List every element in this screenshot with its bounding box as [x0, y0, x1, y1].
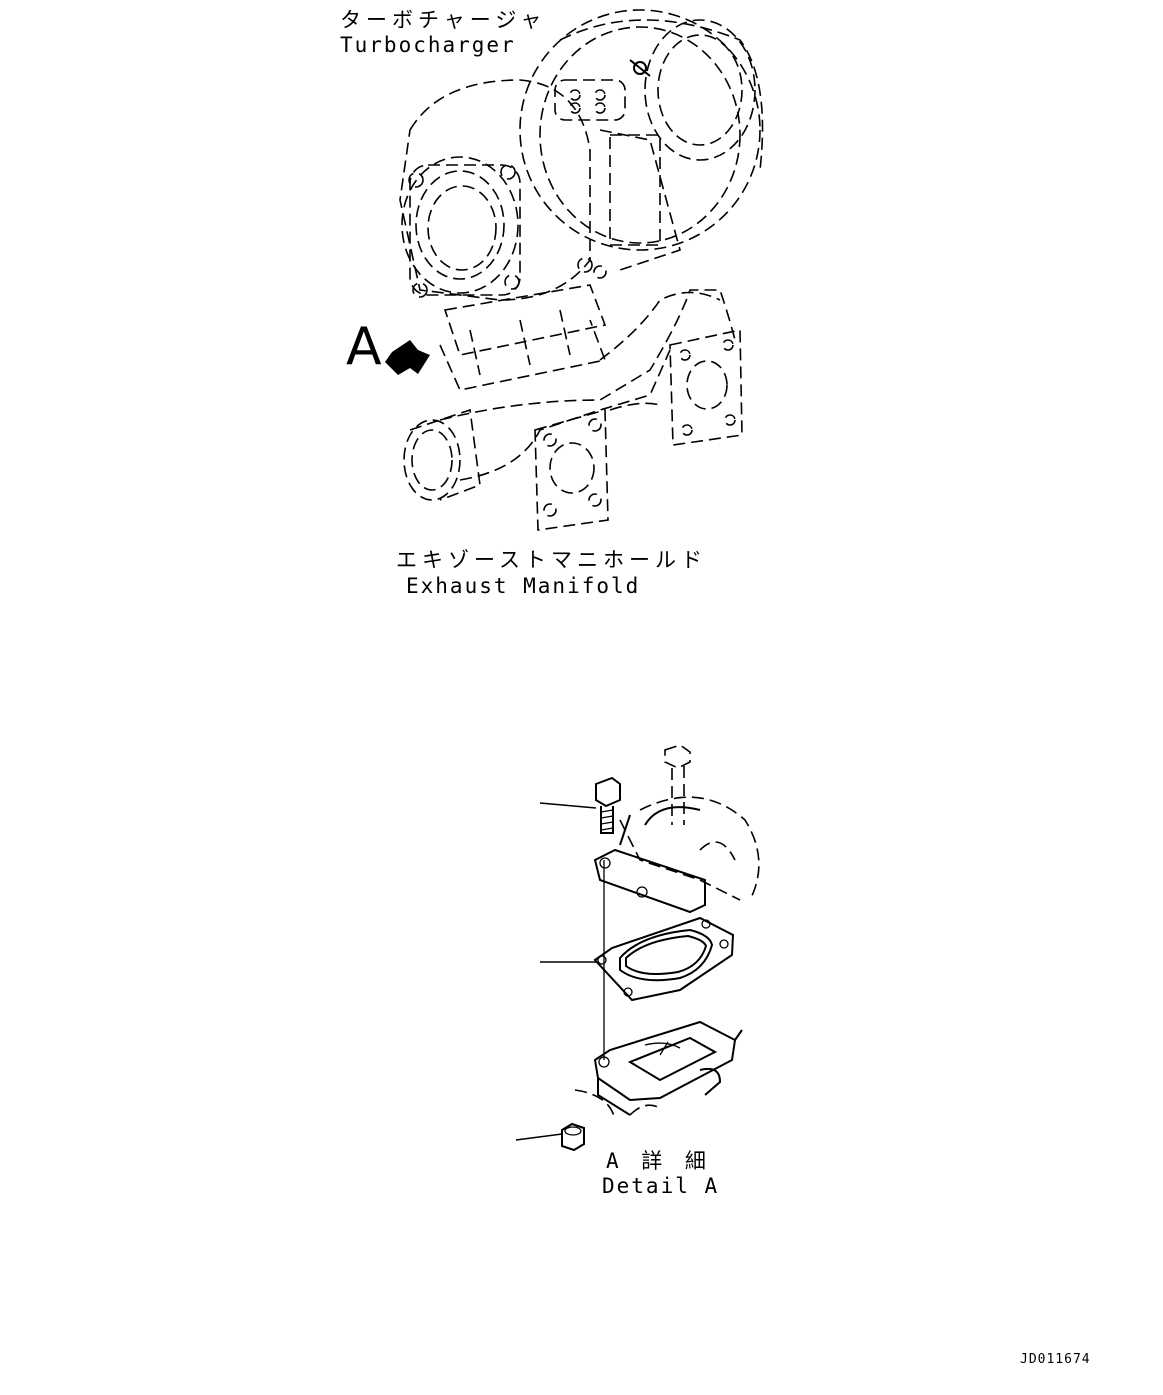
exhaust-manifold-illustration	[403, 289, 743, 531]
gasket[interactable]	[593, 916, 735, 1002]
turbocharger-label: Turbocharger	[340, 33, 516, 57]
detail-a-illustration	[515, 744, 760, 1152]
view-marker-a: A	[346, 317, 382, 377]
turbocharger-illustration	[399, 9, 764, 391]
manifold-label: Exhaust Manifold	[406, 574, 641, 598]
detail-label: Detail A	[602, 1174, 720, 1198]
drawing-code: JD011674	[1020, 1352, 1091, 1367]
bolt[interactable]	[595, 776, 621, 834]
nut[interactable]	[561, 1122, 585, 1152]
manifold-label-jp: エキゾーストマニホールド	[396, 548, 707, 572]
view-arrow	[385, 340, 430, 375]
turbocharger-label-jp: ターボチャージャ	[340, 8, 547, 32]
bolt-dashed	[664, 744, 691, 825]
nut-leader	[515, 1133, 563, 1141]
bolt-leader	[539, 802, 597, 809]
detail-label-jp: A 詳 細	[606, 1149, 711, 1173]
